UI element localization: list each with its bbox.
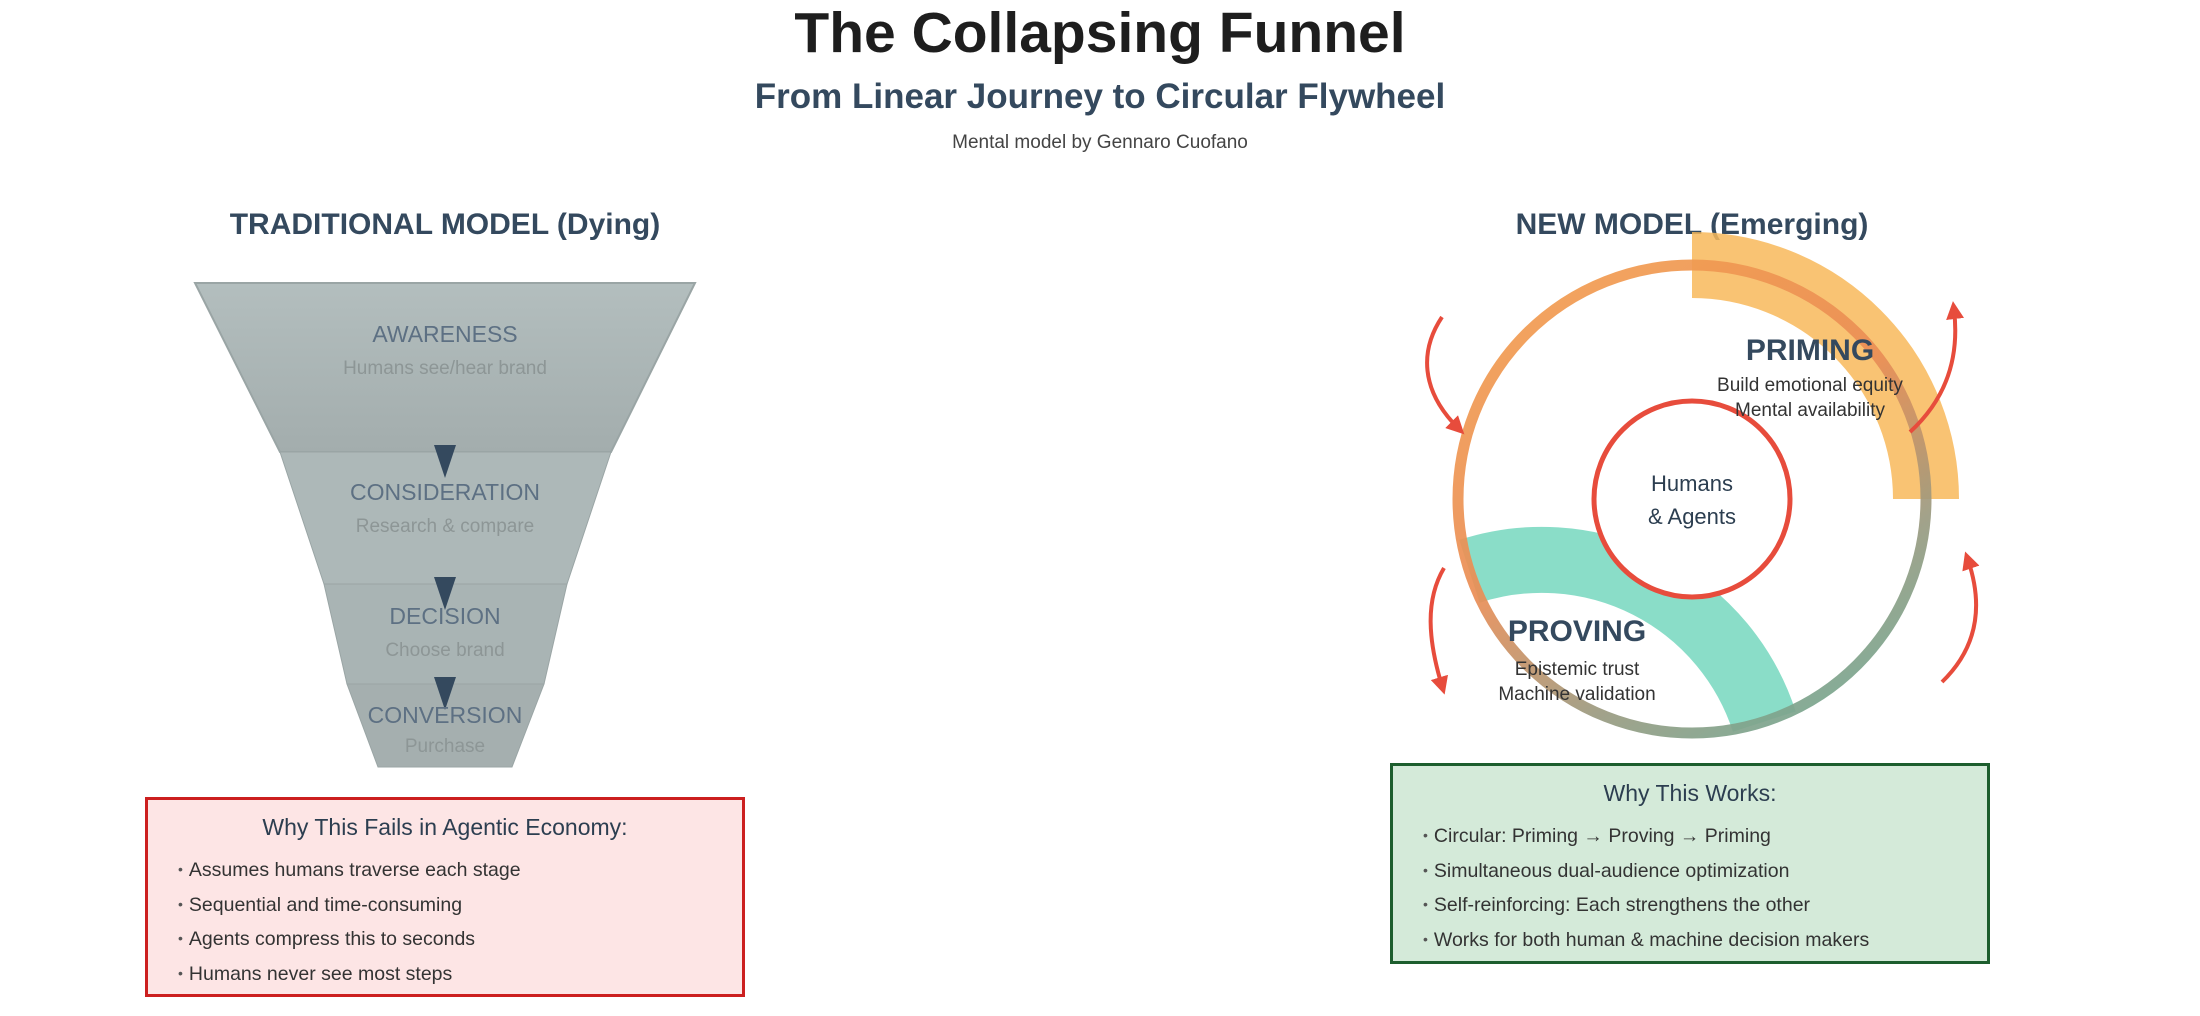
proving-line-2: Machine validation (1498, 684, 1655, 705)
cycle-arrow-icon (1425, 315, 1465, 435)
center-line-1: Humans (1651, 471, 1733, 496)
list-item: •Agents compress this to seconds (178, 928, 476, 950)
funnel-arrow-down-icon (434, 577, 456, 610)
page-title: The Collapsing Funnel (794, 1, 1406, 65)
page-subtitle: From Linear Journey to Circular Flywheel (754, 77, 1446, 116)
bullet-icon: • (178, 895, 183, 912)
priming-label: PRIMING (1746, 334, 1874, 367)
bullet-icon: • (1423, 861, 1428, 878)
author-credit: Mental model by Gennaro Cuofano (952, 132, 1248, 153)
center-circle (1591, 398, 1793, 600)
works-list: •Circular: Priming → Proving → Priming •… (1423, 820, 1987, 958)
funnel-arrow-down-icon (434, 677, 456, 710)
flywheel-ring (1452, 259, 1932, 739)
cycle-arrow-icon (1940, 551, 1980, 684)
fails-list: •Assumes humans traverse each stage •Seq… (178, 854, 742, 992)
list-item: •Humans never see most steps (178, 962, 453, 985)
cycle-arrow-icon (1908, 301, 1965, 434)
list-item: •Self-reinforcing: Each strengthens the … (1423, 894, 1811, 916)
priming-line-1: Build emotional equity (1717, 375, 1903, 396)
bullet-icon: • (1423, 896, 1428, 912)
fails-explanation-box: Why This Fails in Agentic Economy: •Assu… (145, 797, 745, 997)
proving-line-1: Epistemic trust (1515, 659, 1640, 680)
cycle-arrow-icon (1428, 566, 1448, 695)
proving-label: PROVING (1508, 615, 1646, 648)
works-explanation-box: Why This Works: •Circular: Priming → Pro… (1390, 763, 1990, 964)
list-item: •Sequential and time-consuming (178, 893, 463, 916)
bullet-icon: • (178, 861, 183, 877)
flywheel: PRIMING Build emotional equity Mental av… (1425, 232, 1980, 739)
stage-label-consideration: CONSIDERATION (350, 479, 540, 505)
bullet-icon: • (178, 930, 183, 946)
stage-sub-awareness: Humans see/hear brand (343, 358, 547, 379)
list-item: •Works for both human & machine decision… (1423, 928, 1870, 951)
traditional-heading: TRADITIONAL MODEL (Dying) (230, 208, 661, 241)
stage-label-awareness: AWARENESS (372, 321, 517, 347)
bullet-icon: • (1423, 827, 1428, 843)
funnel-stage-conversion (346, 683, 545, 768)
list-item: •Circular: Priming → Proving → Priming (1423, 825, 1771, 847)
list-item: •Assumes humans traverse each stage (178, 859, 521, 881)
priming-line-2: Mental availability (1735, 400, 1885, 421)
funnel: AWARENESS Humans see/hear brand CONSIDER… (193, 282, 697, 768)
works-box-title: Why This Works: (1603, 780, 1777, 806)
fails-box-title: Why This Fails in Agentic Economy: (262, 814, 628, 840)
center-line-2: & Agents (1648, 504, 1736, 529)
stage-sub-decision: Choose brand (385, 640, 504, 661)
stage-label-conversion: CONVERSION (368, 702, 523, 728)
bullet-icon: • (1423, 930, 1428, 947)
stage-sub-conversion: Purchase (405, 736, 485, 757)
stage-label-decision: DECISION (389, 603, 500, 629)
bullet-icon: • (178, 964, 183, 981)
list-item: •Simultaneous dual-audience optimization (1423, 859, 1790, 882)
stage-sub-consideration: Research & compare (356, 516, 534, 537)
funnel-arrow-down-icon (434, 445, 456, 478)
